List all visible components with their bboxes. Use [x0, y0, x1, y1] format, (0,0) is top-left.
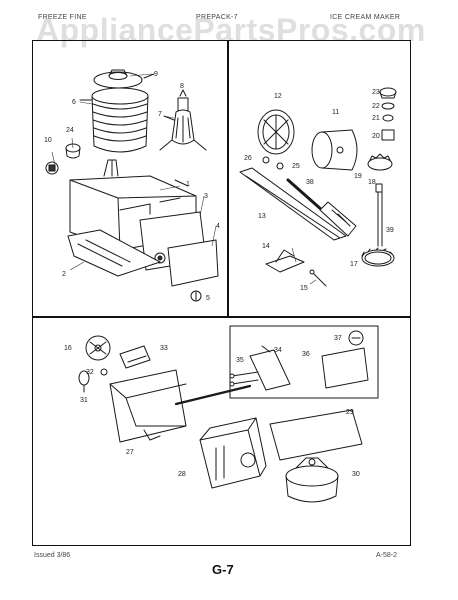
callout-30: 30	[352, 471, 360, 478]
callout-3: 3	[204, 193, 208, 200]
callout-11: 11	[332, 109, 339, 116]
callout-24: 24	[66, 127, 74, 134]
callout-10: 10	[44, 137, 52, 144]
console-housing-part-27	[109, 369, 187, 443]
cap-part-23	[379, 87, 397, 99]
callout-14: 14	[262, 243, 270, 250]
plate-part-36	[321, 347, 369, 389]
washer-part-26	[262, 156, 270, 164]
callout-35: 35	[236, 357, 244, 364]
switch-bracket-part-33	[119, 345, 151, 369]
washer-part-25	[276, 162, 284, 170]
bracket-part-14	[265, 249, 305, 273]
callout-18: 18	[368, 179, 376, 186]
callout-15: 15	[300, 285, 308, 292]
callout-23: 23	[372, 89, 380, 96]
motor-assembly-part-28	[199, 417, 267, 489]
base-tray-part-2	[67, 229, 161, 277]
callout-9: 9	[154, 71, 158, 78]
callout-17: 17	[350, 261, 358, 268]
screws-part-35	[229, 371, 259, 387]
panel-top-right	[227, 40, 411, 318]
callout-25: 25	[292, 163, 300, 170]
screw-part-15	[309, 269, 327, 287]
callout-22: 22	[372, 103, 380, 110]
worm-shaft-part-38	[286, 178, 357, 237]
callout-5: 5	[206, 295, 210, 302]
callout-36: 36	[302, 351, 310, 358]
panel-top-left	[32, 40, 229, 318]
callout-21: 21	[372, 115, 380, 122]
callout-19: 19	[354, 173, 362, 180]
header-model: FREEZE FINE	[38, 14, 87, 21]
dasher-part-7	[159, 109, 207, 151]
pin-part-18	[375, 183, 383, 193]
knob-part-37	[348, 330, 364, 346]
bucket-part-6	[79, 87, 149, 153]
callout-20: 20	[372, 133, 380, 140]
page-id: G-7	[212, 562, 234, 577]
ring-part-21	[382, 114, 394, 122]
ring-part-22	[381, 102, 395, 110]
callout-13: 13	[258, 213, 266, 220]
page-code: A-58-2	[376, 552, 398, 559]
callout-27: 27	[126, 449, 134, 456]
callout-37: 37	[334, 335, 342, 342]
switch-part-10	[45, 161, 59, 175]
callout-29: 29	[346, 409, 354, 416]
callout-12: 12	[274, 93, 282, 100]
vertical-shaft-part-39	[377, 191, 383, 247]
knob-part-5	[190, 290, 202, 302]
callout-2: 2	[62, 271, 66, 278]
callout-4: 4	[216, 223, 220, 230]
callout-33: 33	[160, 345, 168, 352]
callout-6: 6	[72, 99, 76, 106]
shaft-part-13	[239, 167, 347, 241]
header-section: PREPACK-7	[196, 14, 238, 21]
issued-date: Issued 3/86	[34, 552, 71, 559]
callout-31: 31	[80, 397, 88, 404]
large-gear-part-17	[361, 247, 395, 267]
callout-34: 34	[274, 347, 282, 354]
motor-part-30	[285, 457, 339, 503]
bracket-part-34	[249, 345, 291, 391]
wheel-part-12	[257, 109, 295, 155]
callout-16: 16	[64, 345, 72, 352]
callout-28: 28	[178, 471, 186, 478]
gear-part-19	[367, 153, 393, 171]
plate-part-4	[167, 239, 219, 287]
callout-8: 8	[180, 83, 184, 90]
clip-part-32	[100, 368, 108, 376]
bulb-part-31	[78, 370, 90, 393]
callout-39: 39	[386, 227, 394, 234]
header-title: ICE CREAM MAKER	[330, 14, 401, 21]
callout-26: 26	[244, 155, 252, 162]
watermark: AppliancePartsPros.com	[36, 12, 426, 48]
wire-bundle	[174, 384, 252, 406]
knob-part-16	[85, 335, 111, 361]
callout-32: 32	[86, 369, 94, 376]
lid-part-9	[93, 69, 155, 89]
callout-1: 1	[186, 181, 190, 188]
gasket-part-29	[269, 409, 363, 461]
bushing-part-20	[381, 129, 395, 141]
callout-7: 7	[158, 111, 162, 118]
panel-bottom	[32, 316, 411, 546]
callout-38: 38	[306, 179, 314, 186]
motor-can-part-11	[311, 129, 358, 171]
drive-cog-part-8	[177, 89, 189, 113]
